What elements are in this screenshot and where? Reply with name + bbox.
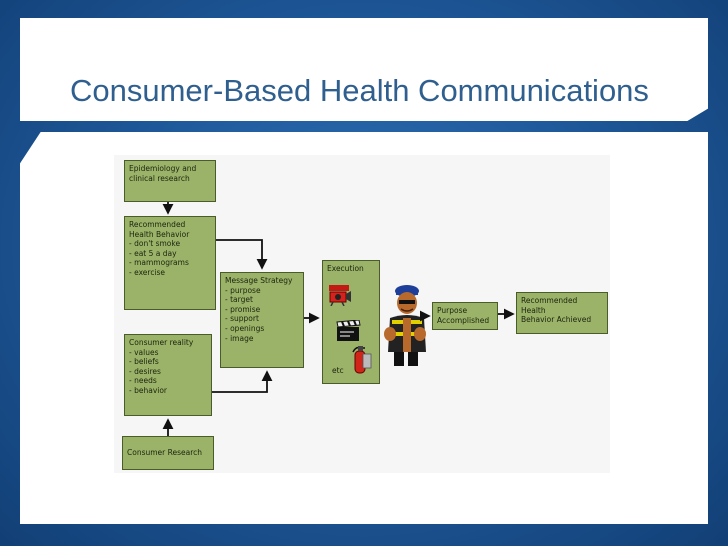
arrow-recommended-to-strategy (216, 239, 268, 270)
clapperboard-icon (336, 320, 361, 341)
video-camera-icon (329, 285, 351, 306)
execution-etc-label: etc (332, 366, 344, 375)
consumer-reality-box: Consumer reality - values - beliefs - de… (124, 334, 212, 416)
slide-title: Consumer-Based Health Communications (70, 73, 649, 108)
recommended-behavior-box: Recommended Health Behavior - don't smok… (124, 216, 216, 310)
worker-person-icon (384, 285, 426, 366)
epidemiology-box: Epidemiology and clinical research (124, 160, 216, 202)
fire-extinguisher-icon (352, 346, 372, 374)
achieved-box: Recommended Health Behavior Achieved (516, 292, 608, 334)
consumer-research-box: Consumer Research (122, 436, 214, 470)
arrow-reality-to-strategy (212, 370, 273, 393)
message-strategy-box: Message Strategy - purpose - target - pr… (220, 272, 304, 368)
title-panel (20, 18, 708, 121)
purpose-box: Purpose Accomplished (432, 302, 498, 330)
